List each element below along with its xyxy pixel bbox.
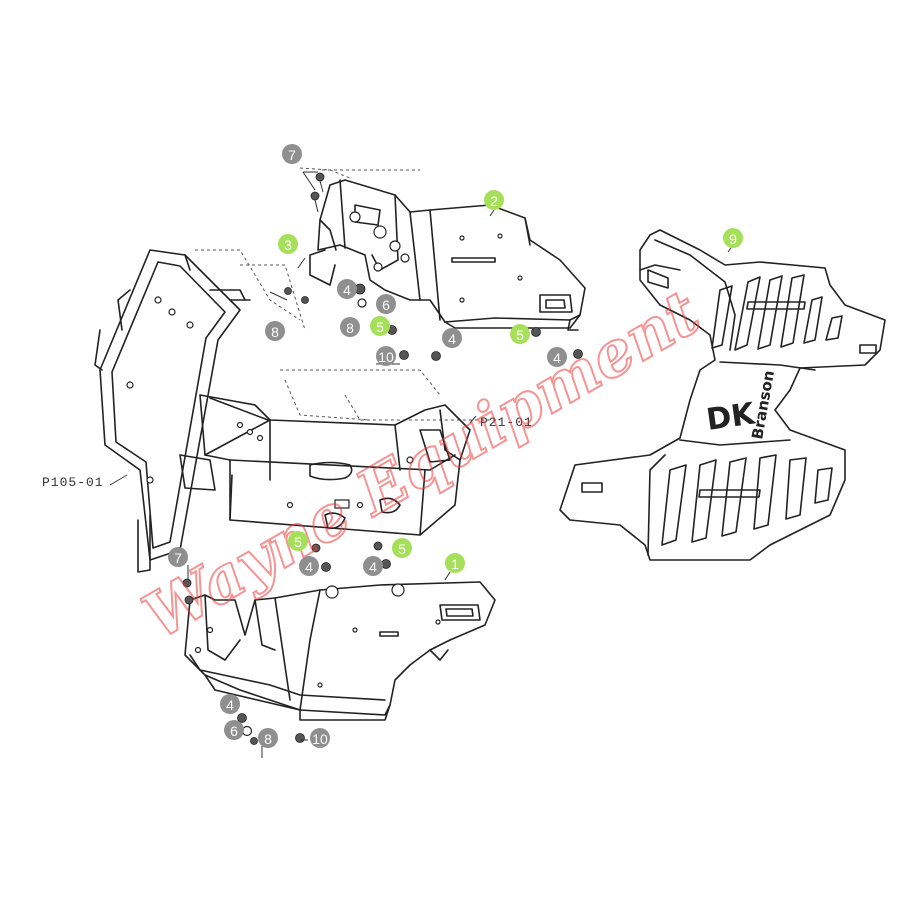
bolt-icon (284, 287, 292, 295)
callout-4: 4 (547, 347, 567, 367)
part-number-p105: P105-01 (42, 475, 104, 490)
part-number-p21: P21-01 (480, 415, 533, 430)
callout-balloon (376, 294, 396, 314)
connector-lines (195, 167, 500, 421)
nut-icon (573, 349, 583, 359)
front-frame-panel: P105-01 (42, 249, 251, 573)
callout-number: 9 (729, 231, 737, 247)
callout-balloon (547, 347, 567, 367)
bolt-icon (310, 191, 320, 213)
callout-6: 6 (224, 720, 244, 740)
callout-balloon (442, 328, 462, 348)
callout-1: 1 (445, 553, 465, 573)
callout-6: 6 (376, 294, 396, 314)
watermark-text: Wayne Equipment (131, 276, 712, 653)
callout-5: 5 (392, 538, 412, 558)
bolt-icon (182, 578, 192, 588)
nut-icon (531, 327, 541, 337)
callout-number: 4 (305, 559, 313, 575)
callout-balloon (510, 324, 530, 344)
callout-number: 10 (378, 349, 394, 365)
callout-balloon (258, 728, 278, 748)
bolt-icon (250, 737, 258, 745)
callout-number: 5 (376, 319, 384, 335)
callout-number: 7 (174, 550, 182, 566)
callout-10: 10 (376, 346, 396, 366)
callout-balloon (363, 556, 383, 576)
callout-5: 5 (288, 531, 308, 551)
nut-icon (237, 713, 247, 723)
callout-8: 8 (265, 321, 285, 341)
callout-number: 4 (226, 697, 234, 713)
callout-balloon (299, 556, 319, 576)
callout-number: 1 (451, 556, 459, 572)
callout-2: 2 (484, 190, 504, 210)
callout-number: 7 (288, 147, 296, 163)
center-chassis-frame: P21-01 (179, 394, 533, 536)
callout-number: 6 (382, 297, 390, 313)
callout-4: 4 (337, 279, 357, 299)
callout-number: 4 (343, 282, 351, 298)
callout-5: 5 (370, 316, 390, 336)
callout-balloon (224, 720, 244, 740)
callout-number: 8 (264, 731, 272, 747)
callout-balloon (370, 316, 390, 336)
callout-8: 8 (258, 728, 278, 748)
callout-8: 8 (340, 317, 360, 337)
floor-mat-logo: DK (704, 396, 758, 438)
callout-number: 4 (369, 559, 377, 575)
callout-7: 7 (282, 144, 302, 164)
callout-number: 8 (346, 320, 354, 336)
callout-number: 10 (312, 731, 328, 747)
callout-4: 4 (442, 328, 462, 348)
callout-number: 4 (553, 350, 561, 366)
upper-right-step-plate (309, 179, 586, 331)
nut-icon (399, 350, 409, 360)
bolt-icon (315, 172, 325, 193)
bolt-icon (301, 296, 309, 304)
callout-balloon (265, 321, 285, 341)
callout-balloon (282, 144, 302, 164)
watermark: Wayne Equipment (130, 275, 713, 654)
bolt-icon (373, 541, 383, 551)
callout-4: 4 (220, 694, 240, 714)
callout-balloon (376, 346, 396, 366)
lower-left-step-plate (184, 581, 496, 721)
callout-balloon (288, 531, 308, 551)
callout-7: 7 (168, 547, 188, 567)
nut-icon (295, 733, 305, 743)
callout-balloon (337, 279, 357, 299)
callout-balloon (278, 234, 298, 254)
callout-balloon (340, 317, 360, 337)
callout-3: 3 (278, 234, 298, 254)
callout-4: 4 (299, 556, 319, 576)
callout-9: 9 (723, 228, 743, 248)
callout-balloon (310, 728, 330, 748)
washer-icon (357, 298, 367, 308)
bolt-icon (184, 595, 194, 605)
callout-number: 3 (284, 237, 292, 253)
callout-number: 5 (294, 534, 302, 550)
callout-4: 4 (363, 556, 383, 576)
callout-number: 4 (448, 331, 456, 347)
callout-10: 10 (310, 728, 330, 748)
callout-balloon (484, 190, 504, 210)
callout-number: 6 (230, 723, 238, 739)
callout-balloon (168, 547, 188, 567)
callout-number: 5 (398, 541, 406, 557)
callout-5: 5 (510, 324, 530, 344)
callout-number: 5 (516, 327, 524, 343)
callout-balloon (220, 694, 240, 714)
nut-icon (431, 351, 441, 361)
callout-number: 2 (490, 193, 498, 209)
callout-balloon (392, 538, 412, 558)
nut-icon (321, 562, 331, 572)
callout-balloon (723, 228, 743, 248)
callout-balloon (445, 553, 465, 573)
callout-number: 8 (271, 324, 279, 340)
bolt-icon (311, 543, 321, 553)
